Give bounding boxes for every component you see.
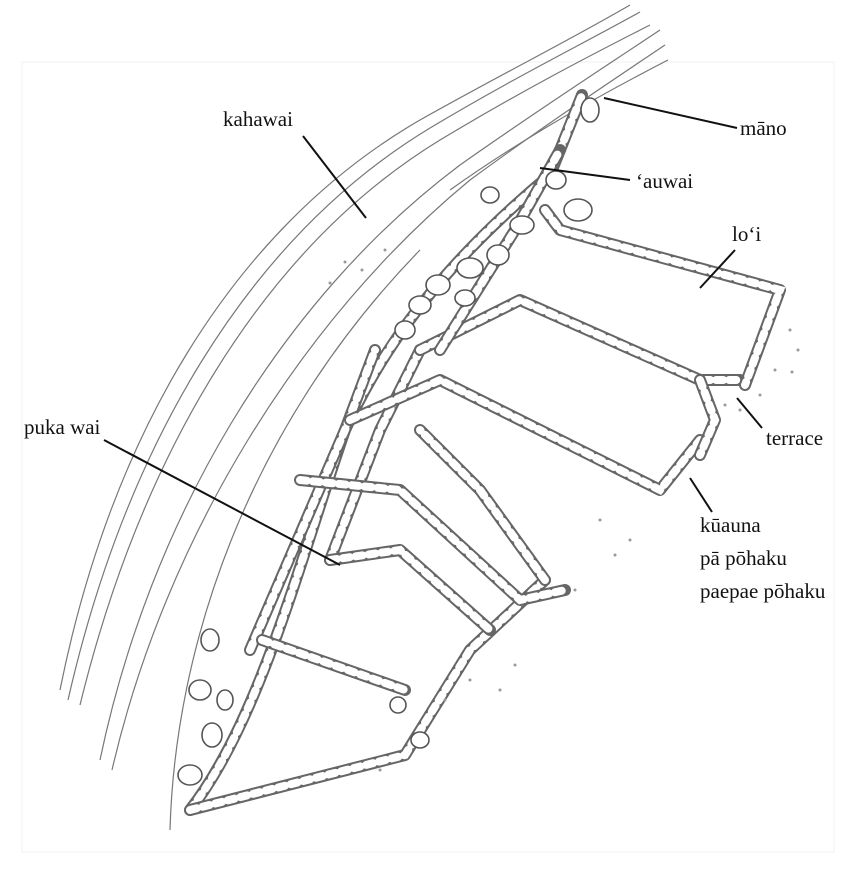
leader-terrace (737, 398, 762, 428)
label-kuauna: kūauna (700, 513, 761, 537)
label-paepae-pohaku: paepae pōhaku (700, 579, 826, 603)
label-puka-wai: puka wai (24, 415, 101, 439)
labels: kahawai māno ‘auwai lo‘i puka wai terrac… (24, 107, 826, 603)
paper-border (22, 62, 834, 852)
label-auwai: ‘auwai (636, 169, 693, 193)
leader-mano (604, 98, 737, 128)
leader-puka-wai (104, 440, 340, 565)
label-terrace: terrace (766, 426, 823, 450)
label-kahawai: kahawai (223, 107, 293, 131)
leader-kahawai (303, 136, 366, 218)
label-loi: lo‘i (732, 222, 761, 246)
label-mano: māno (740, 116, 787, 140)
leader-kuauna (690, 478, 712, 512)
label-pa-pohaku: pā pōhaku (700, 546, 787, 570)
